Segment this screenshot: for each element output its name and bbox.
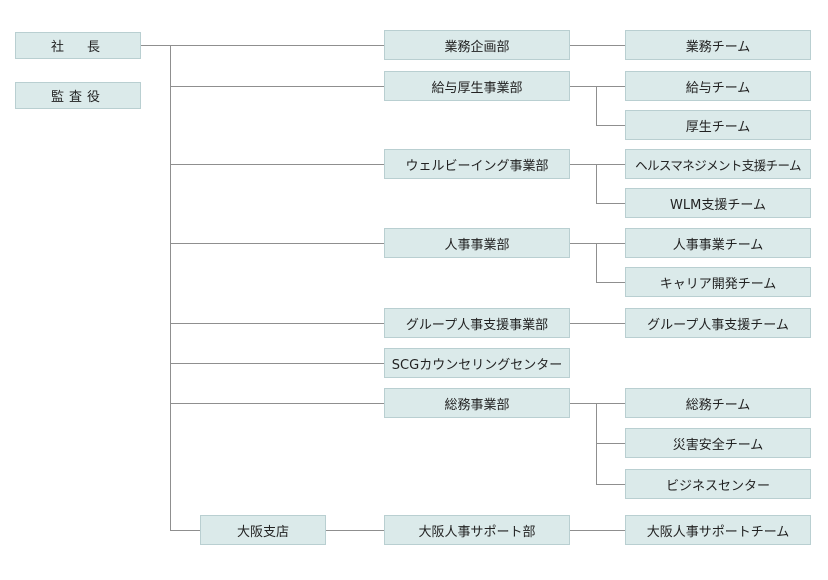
connector-line	[596, 203, 625, 204]
connector-line	[170, 45, 171, 531]
team-osaka-hr-support: 大阪人事サポートチーム	[625, 515, 811, 545]
connector-line	[570, 164, 625, 165]
dept-group-hr-support: グループ人事支援事業部	[384, 308, 570, 338]
team-career-development: キャリア開発チーム	[625, 267, 811, 297]
connector-line	[170, 86, 384, 87]
dept-general-affairs: 総務事業部	[384, 388, 570, 418]
connector-line	[596, 164, 597, 204]
connector-line	[596, 125, 625, 126]
president-box: 社 長	[15, 32, 141, 59]
connector-line	[326, 530, 384, 531]
team-health-management-support: ヘルスマネジメント支援チーム	[625, 149, 811, 179]
team-group-hr-support: グループ人事支援チーム	[625, 308, 811, 338]
branch-osaka: 大阪支店	[200, 515, 326, 545]
team-business-center: ビジネスセンター	[625, 469, 811, 499]
team-payroll: 給与チーム	[625, 71, 811, 101]
connector-line	[596, 86, 597, 126]
auditor-box: 監査役	[15, 82, 141, 109]
team-welfare: 厚生チーム	[625, 110, 811, 140]
connector-line	[596, 282, 625, 283]
connector-line	[596, 403, 597, 485]
dept-osaka-hr-support: 大阪人事サポート部	[384, 515, 570, 545]
team-hr-business: 人事事業チーム	[625, 228, 811, 258]
team-business: 業務チーム	[625, 30, 811, 60]
dept-wellbeing: ウェルビーイング事業部	[384, 149, 570, 179]
connector-line	[170, 243, 384, 244]
connector-line	[170, 403, 384, 404]
team-disaster-safety: 災害安全チーム	[625, 428, 811, 458]
connector-line	[596, 484, 625, 485]
connector-line	[141, 45, 384, 46]
team-wlm-support: WLM支援チーム	[625, 188, 811, 218]
connector-line	[570, 45, 625, 46]
connector-line	[170, 530, 200, 531]
dept-business-planning: 業務企画部	[384, 30, 570, 60]
dept-scg-counseling-center: SCGカウンセリングセンター	[384, 348, 570, 378]
connector-line	[570, 86, 625, 87]
dept-payroll-welfare: 給与厚生事業部	[384, 71, 570, 101]
connector-line	[570, 243, 625, 244]
connector-line	[170, 323, 384, 324]
connector-line	[596, 443, 625, 444]
connector-line	[570, 403, 625, 404]
connector-line	[170, 363, 384, 364]
connector-line	[596, 243, 597, 283]
connector-line	[570, 323, 625, 324]
team-general-affairs: 総務チーム	[625, 388, 811, 418]
connector-line	[170, 164, 384, 165]
dept-hr: 人事事業部	[384, 228, 570, 258]
connector-line	[570, 530, 625, 531]
